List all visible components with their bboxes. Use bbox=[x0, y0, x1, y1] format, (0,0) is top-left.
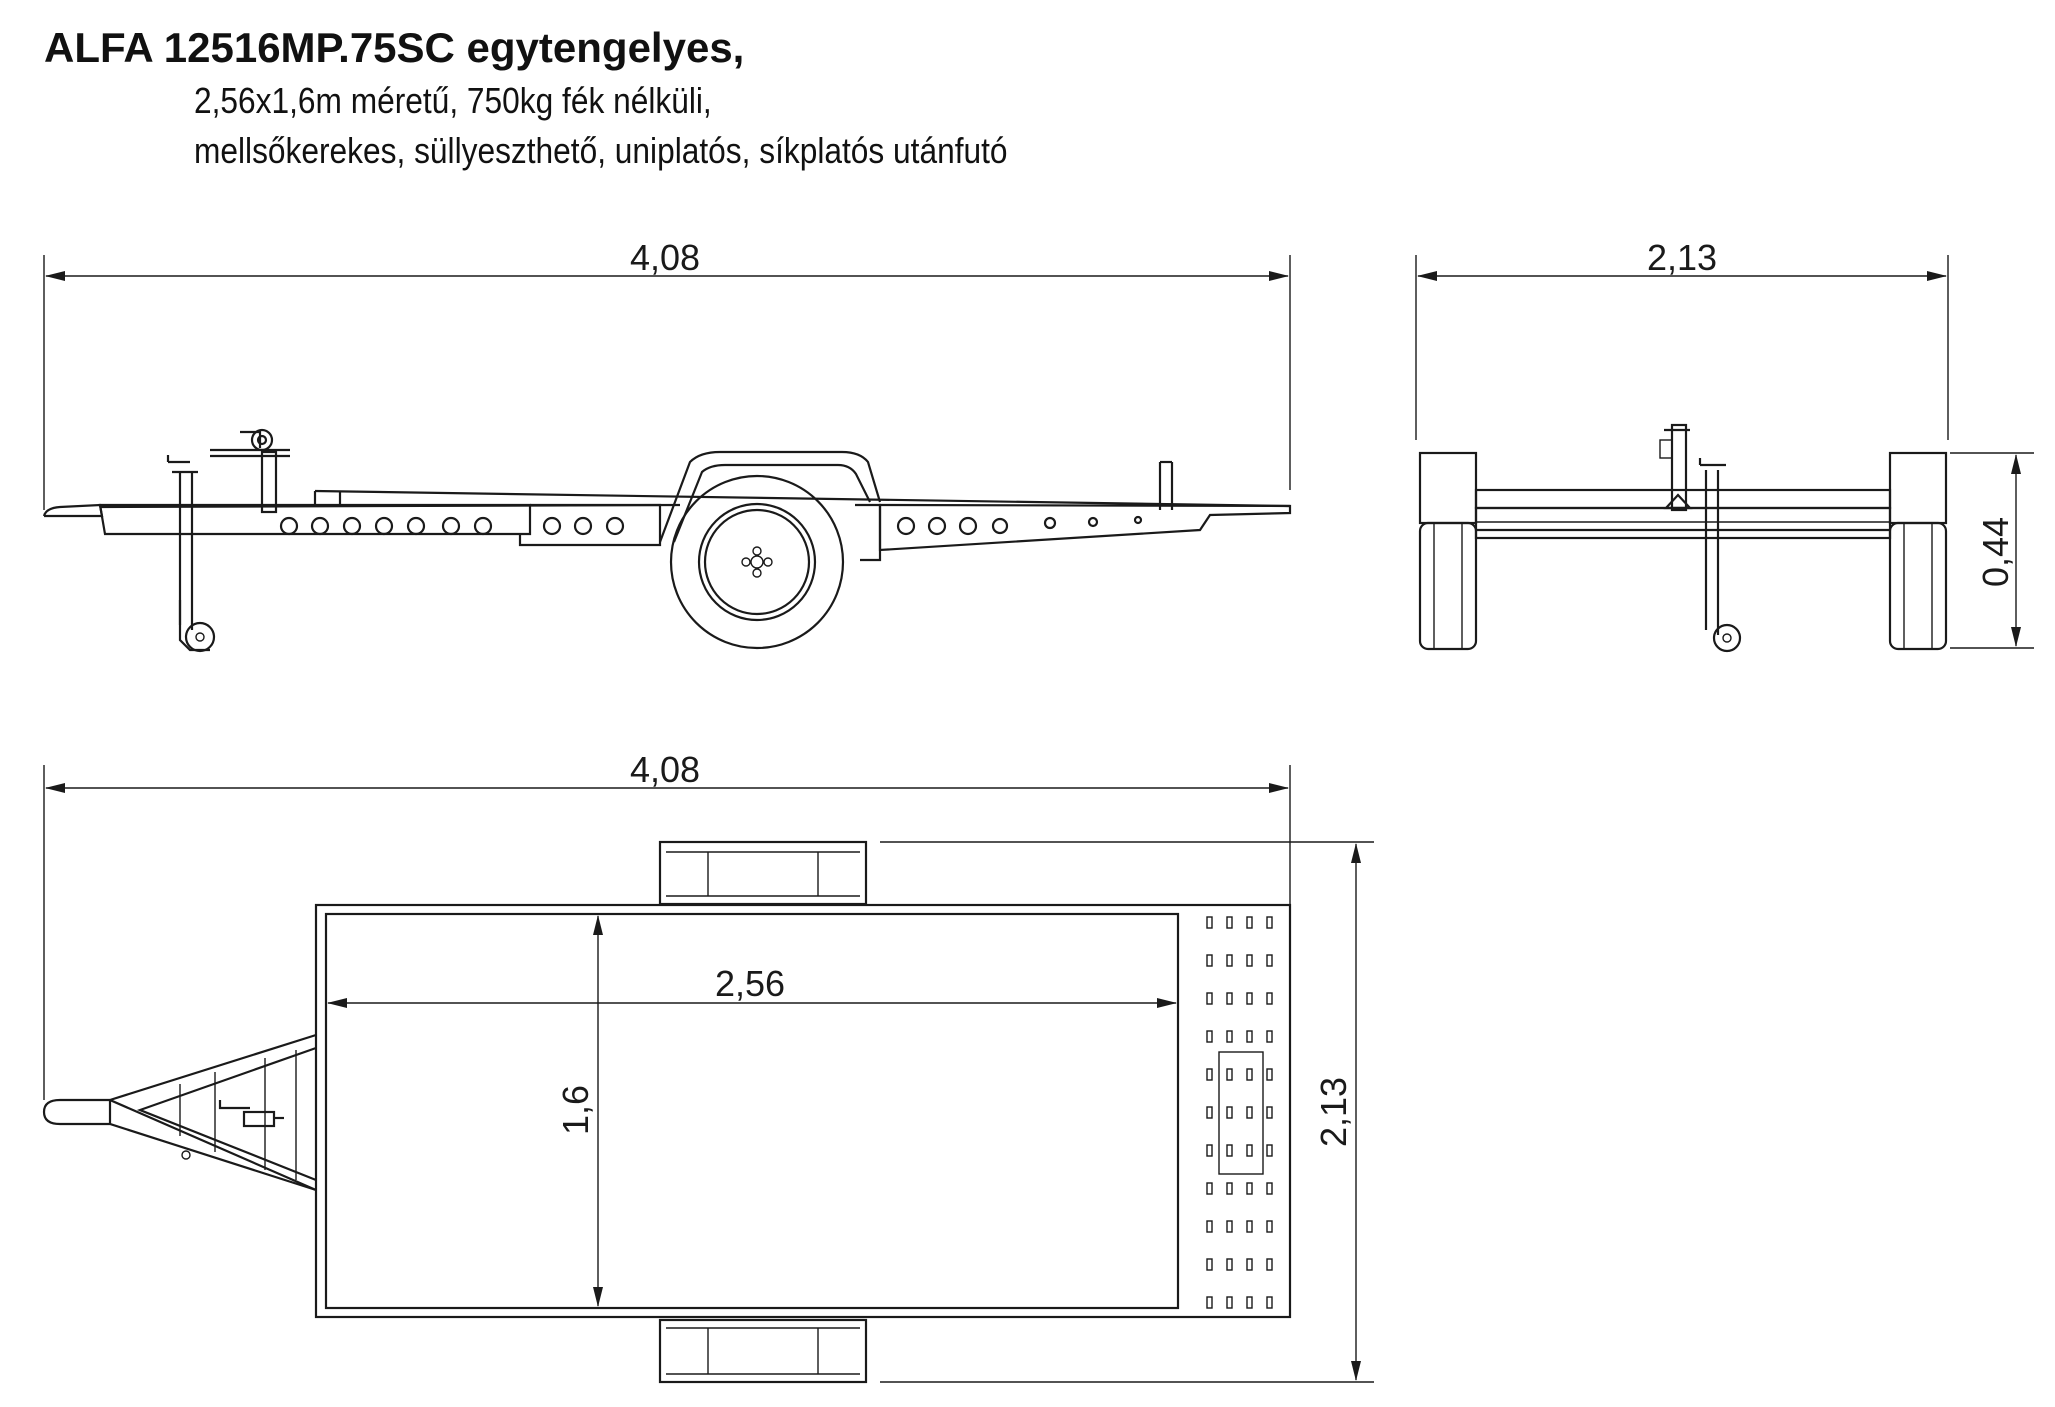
grip-hole bbox=[1246, 1220, 1253, 1233]
grip-hole bbox=[1226, 1144, 1233, 1157]
grip-hole bbox=[1226, 992, 1233, 1005]
grip-hole bbox=[1226, 954, 1233, 967]
grip-hole bbox=[1246, 1068, 1253, 1081]
rear-axle bbox=[1474, 488, 1892, 540]
side-frame-holes bbox=[279, 515, 1143, 536]
grip-hole bbox=[1226, 1030, 1233, 1043]
platform-length-dimension: 2,56 bbox=[327, 963, 1177, 1008]
jockey-wheel bbox=[166, 455, 216, 653]
grip-hole bbox=[1226, 1068, 1233, 1081]
ramp-grip-pattern bbox=[1206, 916, 1273, 1309]
grip-hole bbox=[1206, 1144, 1213, 1157]
rear-width-dimension: 2,13 bbox=[1415, 237, 1949, 440]
grip-hole bbox=[1206, 1296, 1213, 1309]
drawing-title: ALFA 12516MP.75SC egytengelyes, bbox=[44, 24, 745, 71]
platform-inner bbox=[324, 912, 1180, 1310]
rear-height-dimension: 0,44 bbox=[1950, 452, 2034, 649]
top-view: 4,08 2,13 bbox=[42, 749, 1374, 1384]
rear-coupler bbox=[1659, 423, 1693, 512]
side-length-dimension: 4,08 bbox=[43, 237, 1291, 510]
rear-height-label: 0,44 bbox=[1975, 517, 2016, 587]
winch-post bbox=[210, 428, 290, 514]
side-fender bbox=[658, 450, 882, 543]
grip-hole bbox=[1246, 954, 1253, 967]
grip-hole bbox=[1266, 1106, 1273, 1119]
grip-hole bbox=[1206, 1258, 1213, 1271]
platform-outline bbox=[314, 903, 1292, 1319]
title-block: ALFA 12516MP.75SC egytengelyes, 2,56x1,6… bbox=[44, 20, 1119, 176]
side-wheel bbox=[669, 474, 845, 650]
grip-hole bbox=[1266, 1182, 1273, 1195]
top-length-label: 4,08 bbox=[630, 749, 700, 790]
grip-hole bbox=[1246, 1296, 1253, 1309]
top-width-label: 2,13 bbox=[1313, 1077, 1354, 1147]
grip-hole bbox=[1206, 954, 1213, 967]
grip-hole bbox=[1226, 1296, 1233, 1309]
grip-hole bbox=[1246, 916, 1253, 929]
grip-hole bbox=[1206, 1220, 1213, 1233]
grip-hole bbox=[1226, 1182, 1233, 1195]
grip-hole bbox=[1246, 1182, 1253, 1195]
grip-hole bbox=[1206, 992, 1213, 1005]
grip-hole bbox=[1246, 1258, 1253, 1271]
drawing-subtitle-line-1: 2,56x1,6m méretű, 750kg fék nélküli, bbox=[194, 80, 712, 121]
rear-jockey-wheel bbox=[1698, 458, 1742, 653]
grip-hole bbox=[1226, 1106, 1233, 1119]
grip-hole bbox=[1246, 1030, 1253, 1043]
grip-hole bbox=[1266, 1258, 1273, 1271]
top-drawbar bbox=[42, 1033, 317, 1192]
grip-hole bbox=[1266, 1030, 1273, 1043]
grip-hole bbox=[1226, 916, 1233, 929]
grip-hole bbox=[1246, 1106, 1253, 1119]
drawing-subtitle-line-2: mellsőkerekes, süllyeszthető, uniplatós,… bbox=[194, 130, 1008, 171]
platform-length-label: 2,56 bbox=[715, 963, 785, 1004]
rear-view: 2,13 0,44 bbox=[1415, 237, 2034, 653]
rear-width-label: 2,13 bbox=[1647, 237, 1717, 278]
top-length-dimension: 4,08 bbox=[43, 749, 1291, 1100]
grip-hole bbox=[1266, 992, 1273, 1005]
side-frame bbox=[42, 460, 1292, 562]
platform-width-dimension: 1,6 bbox=[555, 915, 603, 1307]
grip-hole bbox=[1246, 992, 1253, 1005]
grip-hole bbox=[1266, 1144, 1273, 1157]
grip-hole bbox=[1206, 1068, 1213, 1081]
side-length-label: 4,08 bbox=[630, 237, 700, 278]
top-wheel-lower bbox=[658, 1318, 868, 1384]
platform-width-label: 1,6 bbox=[555, 1085, 596, 1135]
grip-hole bbox=[1266, 954, 1273, 967]
grip-hole bbox=[1266, 916, 1273, 929]
rear-left-tyre bbox=[1418, 451, 1478, 651]
grip-hole bbox=[1206, 916, 1213, 929]
grip-hole bbox=[1266, 1296, 1273, 1309]
grip-hole bbox=[1266, 1220, 1273, 1233]
grip-hole bbox=[1266, 1068, 1273, 1081]
grip-hole bbox=[1206, 1182, 1213, 1195]
grip-hole bbox=[1206, 1106, 1213, 1119]
side-view: 4,08 bbox=[42, 237, 1292, 653]
rear-right-tyre bbox=[1888, 451, 1948, 651]
top-width-dimension: 2,13 bbox=[880, 841, 1374, 1383]
top-wheel-upper bbox=[658, 840, 868, 906]
grip-hole bbox=[1226, 1220, 1233, 1233]
grip-hole bbox=[1206, 1030, 1213, 1043]
grip-hole bbox=[1246, 1144, 1253, 1157]
grip-hole bbox=[1226, 1258, 1233, 1271]
